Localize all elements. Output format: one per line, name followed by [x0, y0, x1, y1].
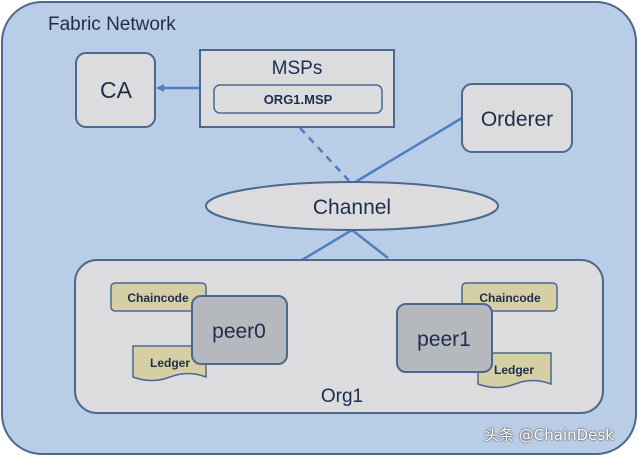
msps-label: MSPs	[272, 58, 323, 79]
orderer-node[interactable]	[461, 83, 573, 153]
watermark-text: 头条 @ChainDesk	[484, 426, 614, 444]
org1-msp-label: ORG1.MSP	[264, 92, 333, 107]
orderer-channel-line	[351, 116, 463, 186]
channel-label: Channel	[313, 196, 391, 219]
org1-msp-box[interactable]	[213, 84, 383, 114]
ca-label: CA	[100, 77, 133, 103]
orderer-label: Orderer	[481, 108, 553, 131]
peer1-node[interactable]	[396, 303, 493, 373]
org1-label: Org1	[321, 386, 363, 407]
fabric-network-title: Fabric Network	[48, 14, 176, 35]
peer0-chaincode-label: Chaincode	[127, 291, 189, 305]
channel-node[interactable]	[205, 181, 499, 231]
channel-org-line-right	[351, 229, 389, 259]
peer0-ledger[interactable]	[132, 345, 207, 382]
peer1-ledger[interactable]	[477, 352, 552, 389]
peer0-label: peer0	[212, 320, 266, 343]
channel-org-line-left	[301, 228, 353, 262]
peer1-label: peer1	[417, 328, 471, 351]
peer1-chaincode-label: Chaincode	[479, 291, 541, 305]
peer0-ledger-label: Ledger	[150, 356, 190, 370]
ca-node[interactable]	[75, 52, 156, 128]
peer1-ledger-label: Ledger	[494, 363, 534, 377]
peer0-node[interactable]	[191, 295, 288, 365]
